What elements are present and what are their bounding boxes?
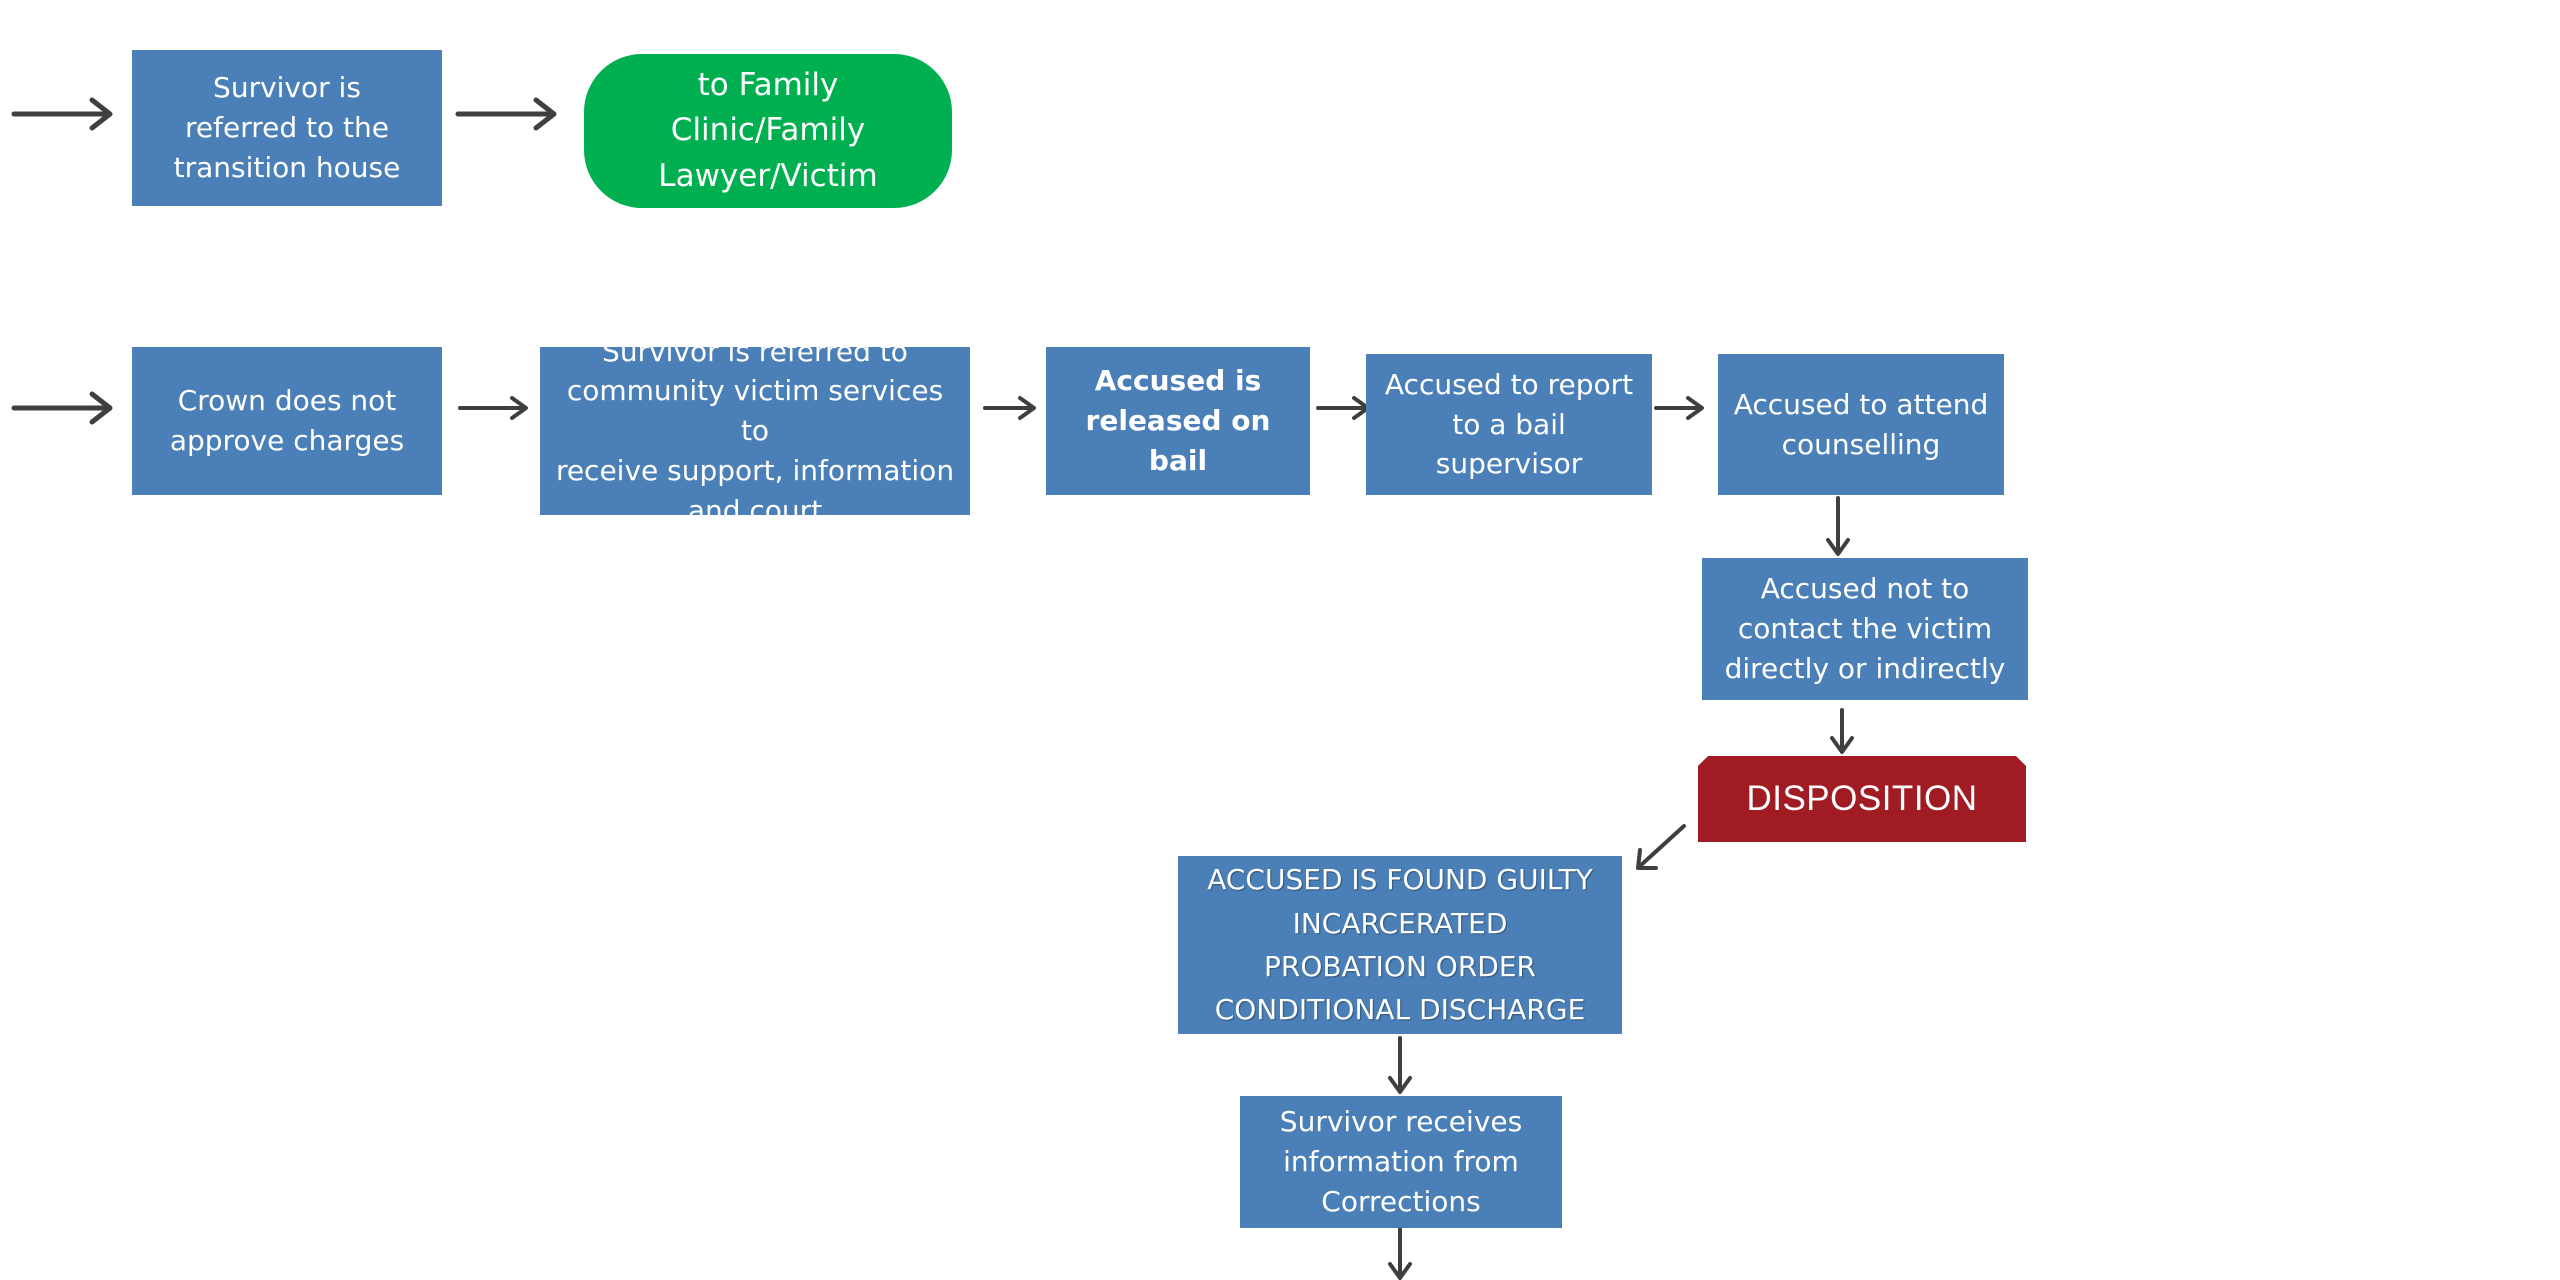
node-family-clinic: to Family Clinic/Family Lawyer/Victim — [584, 54, 952, 208]
arrow-to-family-clinic — [455, 97, 557, 131]
arrow-to-bail-supervisor — [1316, 396, 1370, 420]
node-no-contact: Accused not to contact the victim direct… — [1702, 558, 2028, 700]
arrow-from-corrections — [1388, 1226, 1412, 1280]
node-released-on-bail: Accused is released on bail — [1046, 347, 1310, 495]
arrow-to-bail — [983, 396, 1036, 420]
node-crown-not-approve: Crown does not approve charges — [132, 347, 442, 495]
node-attend-counselling: Accused to attend counselling — [1718, 354, 2004, 495]
node-disposition: DISPOSITION — [1698, 756, 2026, 842]
arrow-to-guilty — [1636, 824, 1686, 870]
arrow-to-corrections — [1388, 1036, 1412, 1094]
node-transition-house: Survivor is referred to the transition h… — [132, 50, 442, 206]
arrow-to-no-contact — [1826, 496, 1850, 556]
arrow-into-transition-house — [11, 97, 113, 131]
arrow-to-counselling — [1654, 396, 1704, 420]
node-accused-found-guilty: ACCUSED IS FOUND GUILTY INCARCERATED PRO… — [1178, 856, 1622, 1034]
arrow-to-community-services — [458, 396, 528, 420]
node-community-victim-services: Survivor is referred to community victim… — [540, 335, 970, 527]
arrow-to-disposition — [1830, 708, 1854, 754]
arrow-into-crown — [11, 391, 113, 425]
node-bail-supervisor: Accused to report to a bail supervisor — [1366, 354, 1652, 495]
node-corrections-information: Survivor receives information from Corre… — [1240, 1096, 1562, 1228]
